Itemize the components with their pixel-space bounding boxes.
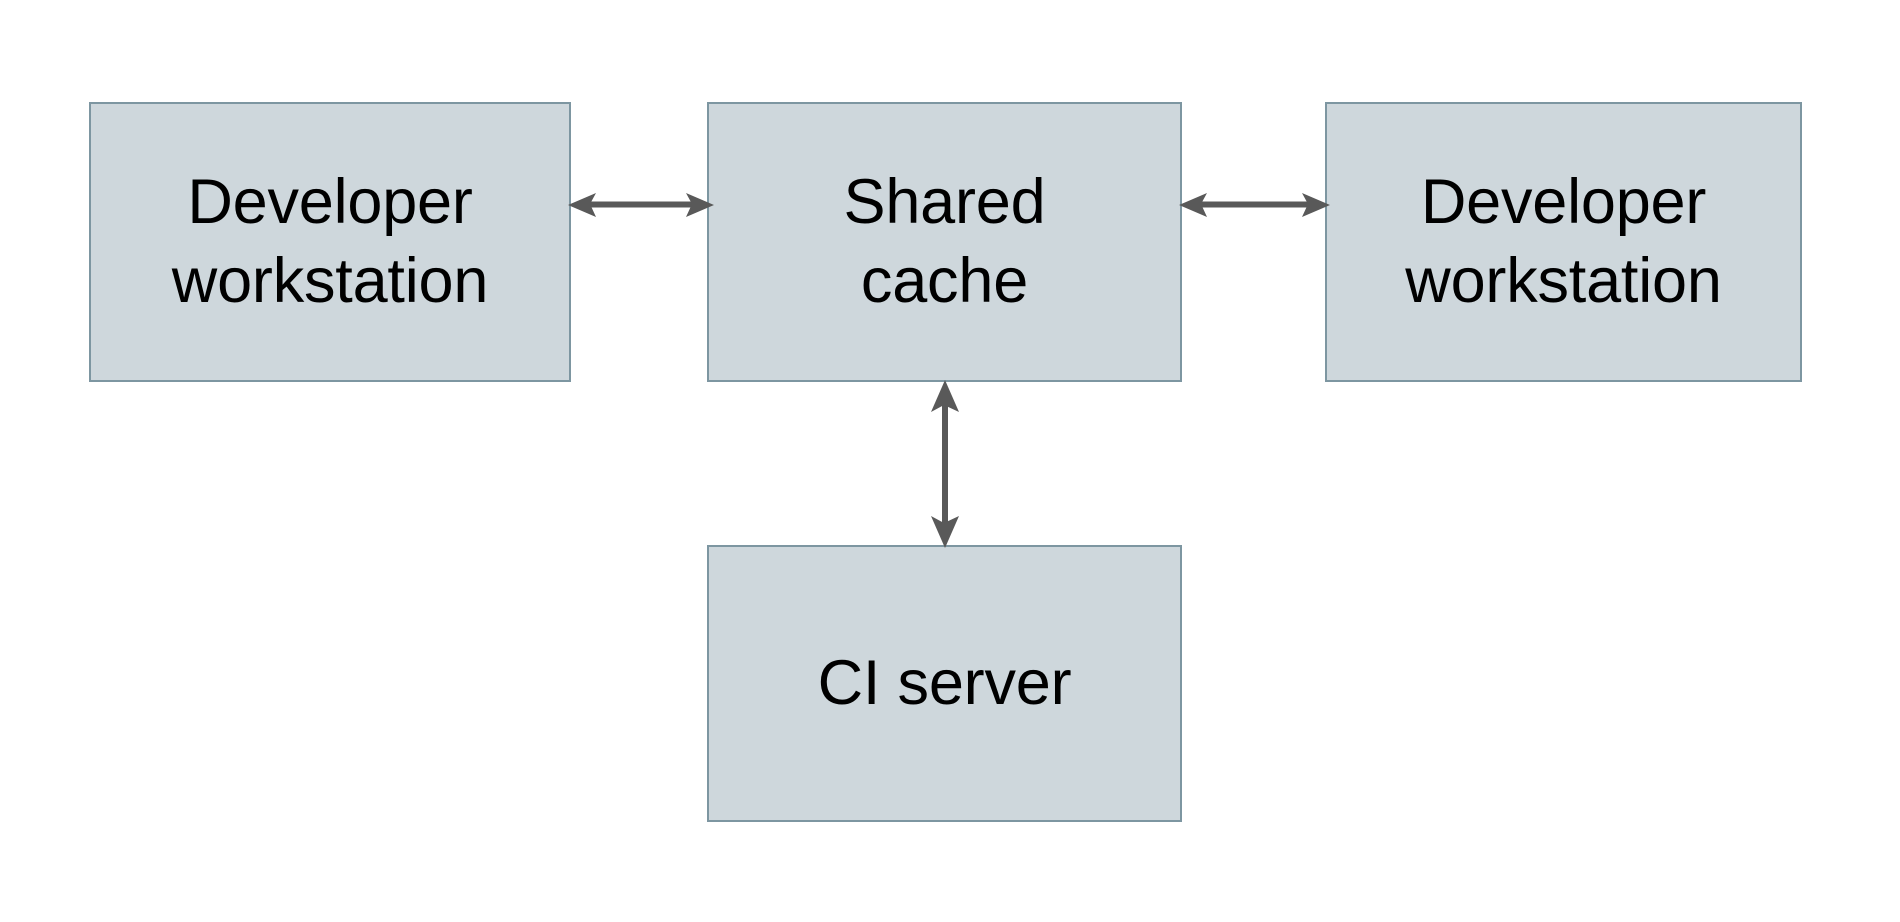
arrowhead-left-icon [568, 193, 596, 217]
arrowhead-left-icon [1179, 193, 1207, 217]
arrowhead-right-icon [1302, 193, 1330, 217]
arrowhead-right-icon [686, 193, 714, 217]
node-developer-workstation-right[interactable]: Developer workstation [1325, 102, 1802, 382]
edge-shared-cache-to-developer-right [1179, 193, 1330, 217]
node-label-ci-server: CI server [817, 647, 1072, 718]
node-label-developer-workstation-left: Developer workstation [171, 166, 489, 316]
node-ci-server[interactable]: CI server [707, 545, 1182, 822]
node-label-developer-workstation-right: Developer workstation [1405, 166, 1722, 316]
node-developer-workstation-left[interactable]: Developer workstation [89, 102, 571, 382]
edge-developer-left-to-shared-cache [568, 193, 714, 217]
arrowhead-down-icon [931, 516, 959, 548]
edge-shared-cache-to-ci-server [931, 380, 959, 548]
edge-shaft [590, 201, 692, 208]
edge-shaft [942, 405, 948, 523]
arrowhead-up-icon [931, 380, 959, 412]
edge-shaft [1201, 201, 1308, 208]
node-shared-cache[interactable]: Shared cache [707, 102, 1182, 382]
node-label-shared-cache: Shared cache [843, 166, 1046, 316]
